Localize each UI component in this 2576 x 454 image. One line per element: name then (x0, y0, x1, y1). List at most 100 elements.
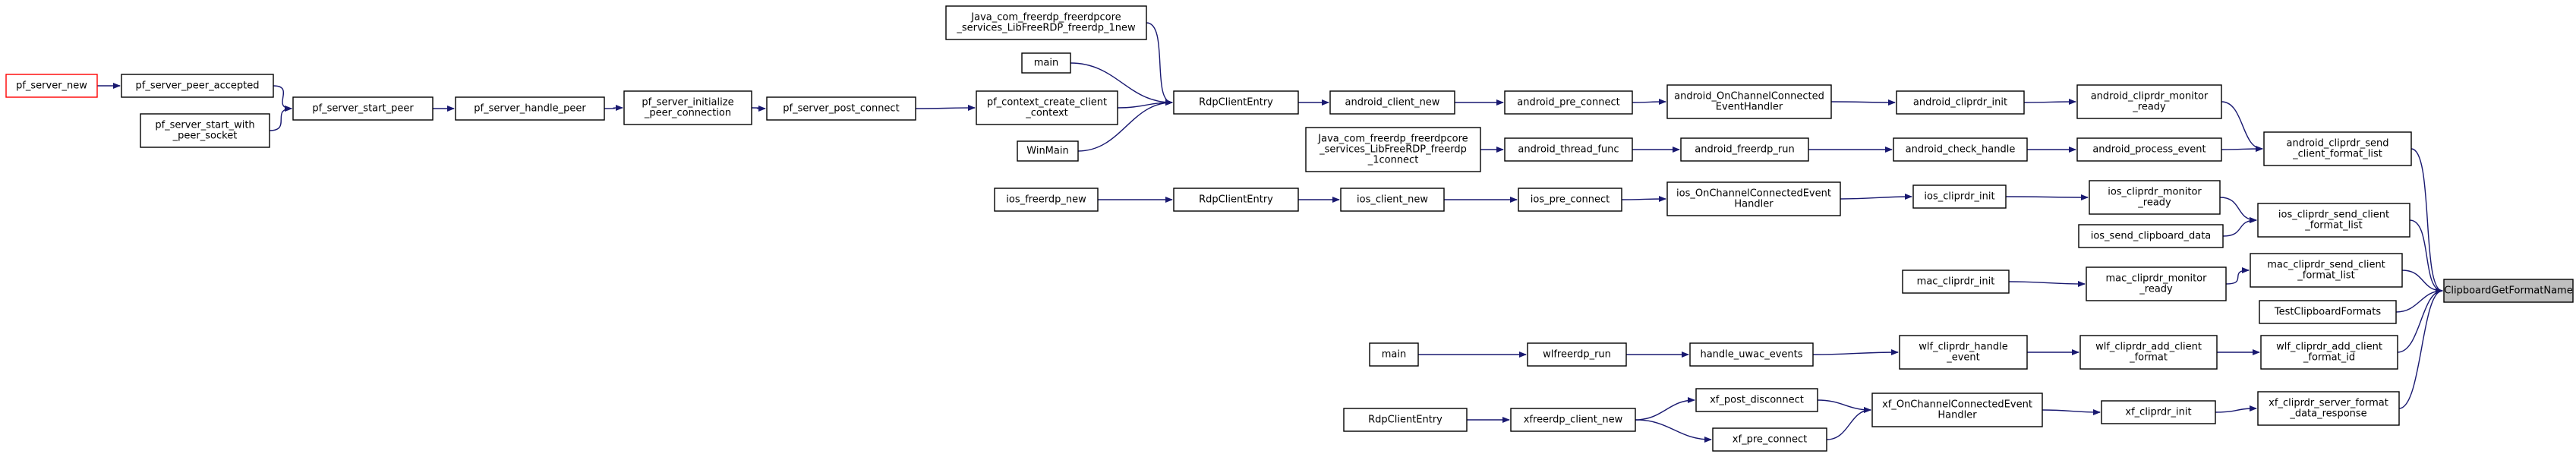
node-box (2263, 131, 2412, 166)
node-box (1712, 427, 1827, 452)
node-wlf-cliprdr-handle-event[interactable]: wlf_cliprdr_handle_event (1899, 335, 2028, 370)
edge-n40-n41 (1812, 349, 1899, 356)
node-label: android_cliprdr_init (1913, 97, 2007, 109)
edge-n33-n34 (2008, 280, 2086, 287)
node-pf-server-start-peer[interactable]: pf_server_start_peer (292, 96, 434, 121)
node-label: pf_server_start_with (155, 120, 254, 131)
node-android-client-new[interactable]: android_client_new (1329, 90, 1455, 115)
node-ios-cliprdr-monitor-ready[interactable]: ios_cliprdr_monitor_ready (2089, 180, 2221, 215)
node-wlf-cliprdr-add-client-format[interactable]: wlf_cliprdr_add_client_format (2079, 335, 2218, 370)
node-label: xf_OnChannelConnectedEvent (1882, 399, 2032, 411)
node-label: ios_freerdp_new (1006, 194, 1086, 206)
node-main[interactable]: main (1021, 52, 1071, 74)
node-box (1896, 90, 2025, 115)
node-ios-freerdp-new[interactable]: ios_freerdp_new (994, 188, 1099, 212)
node-box (994, 188, 1099, 212)
node-box (2257, 391, 2400, 426)
node-pf-context-create-client-context[interactable]: pf_context_create_client_context (976, 90, 1118, 125)
node-label: ios_cliprdr_monitor (2108, 187, 2202, 198)
node-android-cliprdr-monitor-ready[interactable]: android_cliprdr_monitor_ready (2076, 84, 2222, 119)
node-testclipboardformats[interactable]: TestClipboardFormats (2259, 300, 2397, 324)
node-java-com-freerdp-freerdpcore-services-libfreerdp-freerdp-1connect[interactable]: Java_com_freerdp_freerdpcore_services_Li… (1305, 127, 1481, 172)
node-android-freerdp-run[interactable]: android_freerdp_run (1680, 137, 1809, 162)
node-main[interactable]: main (1369, 342, 1419, 367)
node-label: _services_LibFreeRDP_freerdp_1new (956, 23, 1136, 34)
node-box (2076, 84, 2222, 119)
node-box (2260, 335, 2398, 370)
edge-n34-n35 (2225, 267, 2250, 285)
edge-n45-n47 (1635, 419, 1712, 443)
node-ios-cliprdr-send-client-format-list[interactable]: ios_cliprdr_send_client_format_list (2257, 203, 2410, 238)
node-label: android_check_handle (1906, 144, 2016, 156)
node-winmain[interactable]: WinMain (1017, 140, 1079, 162)
node-pf-server-new[interactable]: pf_server_new (5, 74, 98, 98)
node-android-cliprdr-init[interactable]: android_cliprdr_init (1896, 90, 2025, 115)
node-xf-pre-connect[interactable]: xf_pre_connect (1712, 427, 1827, 452)
node-android-thread-func[interactable]: android_thread_func (1504, 137, 1633, 162)
node-box (623, 90, 752, 125)
node-box (1893, 137, 2028, 162)
node-pf-server-start-with-peer-socket[interactable]: pf_server_start_with_peer_socket (140, 113, 270, 148)
node-box (2089, 180, 2221, 215)
node-mac-cliprdr-monitor-ready[interactable]: mac_cliprdr_monitor_ready (2086, 266, 2227, 301)
node-label: handle_uwac_events (1700, 349, 1802, 361)
node-ios-cliprdr-init[interactable]: ios_cliprdr_init (1912, 184, 2007, 209)
node-wlfreerdp-run[interactable]: wlfreerdp_run (1527, 342, 1627, 367)
node-clipboardgetformatname[interactable]: ClipboardGetFormatName (2443, 279, 2574, 303)
node-xfreerdp-client-new[interactable]: xfreerdp_client_new (1510, 408, 1636, 432)
node-box (292, 96, 434, 121)
node-label: ios_cliprdr_send_client (2278, 210, 2389, 221)
node-rdpcliententry[interactable]: RdpClientEntry (1173, 90, 1299, 115)
node-label: android_process_event (2092, 144, 2206, 156)
node-android-process-event[interactable]: android_process_event (2076, 137, 2222, 162)
node-box (1666, 84, 1832, 119)
node-java-com-freerdp-freerdpcore-services-libfreerdp-freerdp-1new[interactable]: Java_com_freerdp_freerdpcore_services_Li… (945, 5, 1147, 40)
node-label: ClipboardGetFormatName (2444, 285, 2572, 297)
node-label: pf_server_handle_peer (474, 103, 586, 115)
node-ios-pre-connect[interactable]: ios_pre_connect (1518, 188, 1622, 212)
node-handle-uwac-events[interactable]: handle_uwac_events (1689, 342, 1814, 367)
node-layer: pf_server_new pf_server_peer_accepted pf_s… (5, 5, 2574, 452)
node-pf-server-post-connect[interactable]: pf_server_post_connect (766, 96, 916, 121)
node-label: _event (1946, 352, 1980, 364)
edge-n17-n23 (2221, 101, 2263, 152)
node-box (1173, 188, 1299, 212)
node-ios-client-new[interactable]: ios_client_new (1340, 188, 1445, 212)
node-android-cliprdr-send-client-format-list[interactable]: android_cliprdr_send_client_format_list (2263, 131, 2412, 166)
node-ios-send-clipboard-data[interactable]: ios_send_clipboard_data (2078, 224, 2224, 248)
node-android-pre-connect[interactable]: android_pre_connect (1504, 90, 1633, 115)
node-xf-cliprdr-init[interactable]: xf_cliprdr_init (2101, 400, 2216, 424)
node-mac-cliprdr-send-client-format-list[interactable]: mac_cliprdr_send_client_format_list (2250, 253, 2403, 288)
node-label: _format_id (2303, 352, 2355, 364)
node-label: wlfreerdp_run (1543, 349, 1611, 361)
edge-n43-n37 (2397, 288, 2443, 353)
node-pf-server-handle-peer[interactable]: pf_server_handle_peer (455, 96, 605, 121)
node-rdpcliententry[interactable]: RdpClientEntry (1343, 408, 1468, 432)
edge-n30-n32 (2219, 197, 2257, 223)
node-pf-server-initialize-peer-connection[interactable]: pf_server_initialize_peer_connection (623, 90, 752, 125)
node-box (766, 96, 916, 121)
node-label: RdpClientEntry (1199, 194, 1273, 206)
node-rdpcliententry[interactable]: RdpClientEntry (1173, 188, 1299, 212)
edge-n3-n4 (269, 106, 292, 131)
node-label: android_pre_connect (1517, 97, 1619, 109)
node-mac-cliprdr-init[interactable]: mac_cliprdr_init (1902, 270, 2010, 294)
node-xf-cliprdr-server-format-data-response[interactable]: xf_cliprdr_server_format_data_response (2257, 391, 2400, 426)
node-box (1305, 127, 1481, 172)
edge-n32-n37 (2409, 219, 2443, 294)
node-box (1340, 188, 1445, 212)
node-android-check-handle[interactable]: android_check_handle (1893, 137, 2028, 162)
node-wlf-cliprdr-add-client-format-id[interactable]: wlf_cliprdr_add_client_format_id (2260, 335, 2398, 370)
node-xf-post-disconnect[interactable]: xf_post_disconnect (1695, 388, 1818, 412)
edge-n49-n50 (2215, 405, 2257, 413)
node-label: _data_response (2289, 408, 2366, 420)
node-label: ios_OnChannelConnectedEvent (1676, 188, 1831, 200)
node-box (1527, 342, 1627, 367)
node-label: wlf_cliprdr_add_client (2276, 342, 2382, 353)
node-pf-server-peer-accepted[interactable]: pf_server_peer_accepted (121, 74, 274, 98)
node-label: _ready (2139, 284, 2173, 295)
node-box (2443, 279, 2574, 303)
